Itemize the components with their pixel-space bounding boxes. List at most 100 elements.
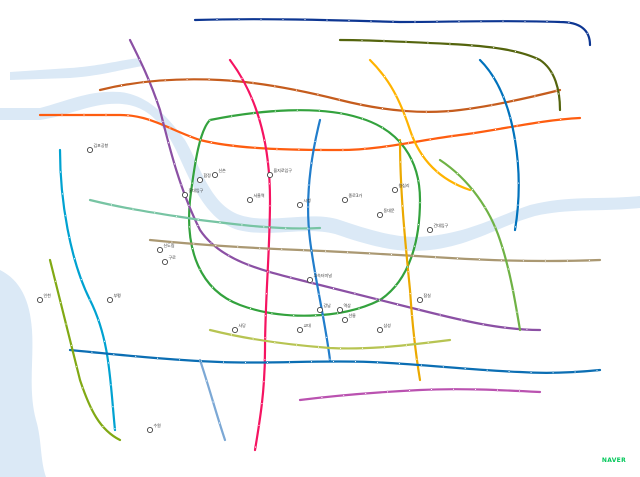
station-dot[interactable] bbox=[240, 77, 244, 80]
transfer-station[interactable] bbox=[106, 296, 114, 304]
station-dot[interactable] bbox=[509, 116, 512, 120]
station-dot[interactable] bbox=[490, 103, 493, 107]
station-dot[interactable] bbox=[412, 336, 416, 339]
station-dot[interactable] bbox=[107, 361, 110, 365]
station-dot[interactable] bbox=[306, 205, 310, 209]
station-dot[interactable] bbox=[266, 270, 269, 273]
transfer-station[interactable] bbox=[316, 306, 324, 314]
station-dot[interactable] bbox=[522, 259, 525, 262]
station-dot[interactable] bbox=[360, 39, 364, 42]
station-dot[interactable] bbox=[486, 369, 489, 372]
station-dot[interactable] bbox=[511, 289, 515, 292]
station-dot[interactable] bbox=[470, 44, 474, 47]
station-dot[interactable] bbox=[439, 313, 442, 317]
station-dot[interactable] bbox=[346, 251, 349, 254]
station-dot[interactable] bbox=[503, 326, 507, 329]
station-dot[interactable] bbox=[341, 148, 345, 152]
station-dot[interactable] bbox=[208, 118, 212, 122]
station-dot[interactable] bbox=[310, 360, 313, 363]
transfer-station[interactable] bbox=[376, 326, 384, 334]
station-dot[interactable] bbox=[429, 138, 432, 141]
station-dot[interactable] bbox=[251, 81, 255, 85]
station-dot[interactable] bbox=[164, 78, 167, 82]
station-dot[interactable] bbox=[148, 118, 151, 122]
station-dot[interactable] bbox=[218, 421, 221, 425]
station-dot[interactable] bbox=[468, 107, 472, 110]
station-dot[interactable] bbox=[342, 394, 345, 397]
station-dot[interactable] bbox=[407, 270, 410, 273]
station-dot[interactable] bbox=[170, 240, 174, 244]
station-dot[interactable] bbox=[359, 103, 362, 106]
station-dot[interactable] bbox=[375, 297, 378, 301]
station-dot[interactable] bbox=[179, 183, 183, 187]
station-dot[interactable] bbox=[479, 20, 483, 23]
station-dot[interactable] bbox=[501, 246, 504, 250]
station-dot[interactable] bbox=[138, 58, 141, 61]
station-dot[interactable] bbox=[545, 20, 549, 23]
transfer-station[interactable] bbox=[336, 306, 344, 314]
station-dot[interactable] bbox=[399, 160, 402, 164]
station-dot[interactable] bbox=[411, 134, 414, 138]
station-dot[interactable] bbox=[156, 357, 159, 360]
station-dot[interactable] bbox=[89, 407, 93, 410]
station-dot[interactable] bbox=[303, 18, 307, 21]
station-dot[interactable] bbox=[554, 89, 558, 93]
station-dot[interactable] bbox=[230, 333, 233, 337]
station-dot[interactable] bbox=[457, 20, 461, 23]
station-dot[interactable] bbox=[230, 114, 233, 118]
station-dot[interactable] bbox=[588, 259, 591, 262]
subway-line-20[interactable] bbox=[198, 358, 227, 442]
station-dot[interactable] bbox=[131, 207, 135, 211]
station-dot[interactable] bbox=[258, 247, 261, 250]
station-dot[interactable] bbox=[134, 355, 137, 358]
station-dot[interactable] bbox=[396, 303, 399, 306]
transfer-station[interactable] bbox=[161, 258, 169, 266]
station-dot[interactable] bbox=[80, 278, 83, 281]
station-dot[interactable] bbox=[222, 360, 225, 364]
station-dot[interactable] bbox=[339, 347, 342, 350]
station-dot[interactable] bbox=[324, 249, 327, 253]
subway-line-8[interactable] bbox=[228, 58, 272, 452]
station-dot[interactable] bbox=[142, 80, 145, 84]
station-dot[interactable] bbox=[109, 383, 113, 386]
station-dot[interactable] bbox=[434, 255, 437, 259]
station-dot[interactable] bbox=[363, 147, 367, 151]
transfer-station[interactable] bbox=[246, 196, 254, 204]
station-dot[interactable] bbox=[311, 281, 314, 285]
subway-line-14[interactable] bbox=[438, 158, 522, 332]
station-dot[interactable] bbox=[407, 141, 410, 145]
station-dot[interactable] bbox=[405, 343, 408, 347]
station-dot[interactable] bbox=[418, 201, 422, 204]
subway-line-18[interactable] bbox=[208, 328, 452, 350]
subway-line-17[interactable] bbox=[306, 118, 332, 362]
station-dot[interactable] bbox=[483, 206, 487, 209]
station-dot[interactable] bbox=[514, 225, 517, 229]
station-dot[interactable] bbox=[207, 78, 211, 81]
transfer-station[interactable] bbox=[391, 186, 399, 194]
station-dot[interactable] bbox=[211, 400, 215, 404]
station-dot[interactable] bbox=[187, 204, 191, 207]
station-dot[interactable] bbox=[412, 254, 415, 258]
station-dot[interactable] bbox=[398, 362, 401, 365]
station-dot[interactable] bbox=[88, 298, 92, 302]
station-dot[interactable] bbox=[268, 270, 271, 274]
station-dot[interactable] bbox=[252, 111, 255, 115]
station-dot[interactable] bbox=[321, 314, 325, 317]
station-dot[interactable] bbox=[354, 360, 357, 363]
station-dot[interactable] bbox=[244, 361, 247, 364]
station-dot[interactable] bbox=[368, 252, 371, 255]
station-dot[interactable] bbox=[471, 188, 474, 191]
station-dot[interactable] bbox=[460, 318, 463, 322]
subway-line-7[interactable] bbox=[338, 38, 562, 112]
station-dot[interactable] bbox=[317, 292, 321, 296]
station-dot[interactable] bbox=[404, 248, 408, 252]
station-dot[interactable] bbox=[472, 131, 475, 135]
transfer-station[interactable] bbox=[376, 211, 384, 219]
station-dot[interactable] bbox=[268, 204, 272, 208]
station-dot[interactable] bbox=[420, 363, 423, 367]
station-dot[interactable] bbox=[381, 107, 384, 110]
station-dot[interactable] bbox=[318, 109, 321, 113]
station-dot[interactable] bbox=[502, 95, 505, 99]
station-dot[interactable] bbox=[391, 20, 395, 23]
station-dot[interactable] bbox=[390, 253, 393, 256]
